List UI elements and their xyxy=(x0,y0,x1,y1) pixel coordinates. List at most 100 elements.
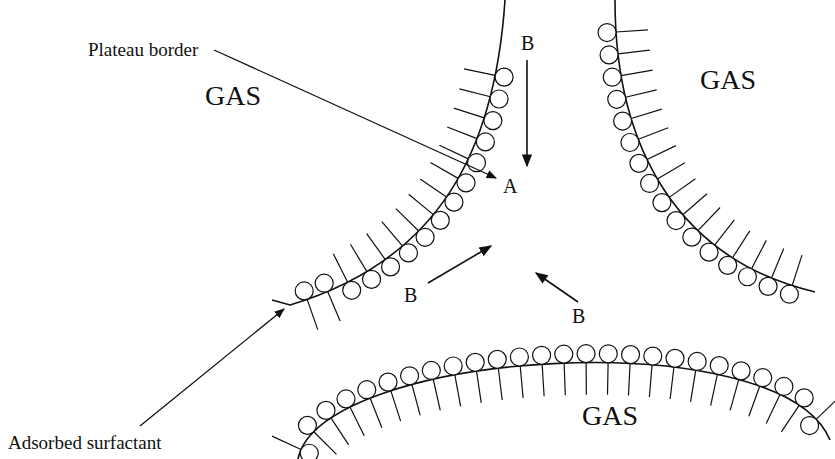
surfactant-molecule xyxy=(333,254,360,300)
drainage-arrow xyxy=(526,60,528,166)
surfactant-head xyxy=(495,68,513,86)
surfactant-head xyxy=(641,174,659,192)
surfactant-tail xyxy=(391,391,401,421)
surfactant-tail xyxy=(749,386,760,416)
leader-line xyxy=(214,50,496,178)
surfactant-molecule xyxy=(653,179,695,212)
surfactant-tail xyxy=(698,207,720,230)
surfactant-head xyxy=(510,348,528,366)
surfactant-tail xyxy=(618,50,650,54)
surfactant-tail xyxy=(711,374,718,405)
surfactant-tail xyxy=(367,234,386,260)
surfactant-molecule xyxy=(510,348,528,398)
surfactant-molecule xyxy=(759,248,784,295)
drainage-arrow xyxy=(428,246,491,283)
surfactant-head xyxy=(603,68,621,86)
surfactant-tail xyxy=(669,179,695,198)
surfactant-molecule xyxy=(396,209,434,247)
surfactant-head xyxy=(466,353,484,371)
surfactant-molecule xyxy=(801,397,835,434)
surfactant-molecule xyxy=(730,362,750,411)
surfactant-molecule xyxy=(641,163,685,193)
surfactant-molecule xyxy=(466,353,484,403)
surfactant-head xyxy=(298,416,316,434)
surfactant-head xyxy=(630,154,648,172)
surfactant-molecule xyxy=(710,357,728,406)
surfactant-tail xyxy=(307,299,318,329)
surfactant-tail xyxy=(772,248,784,278)
surfactant-molecule xyxy=(766,377,793,423)
surfactant-molecule xyxy=(666,349,684,399)
surfactant-head xyxy=(700,243,718,261)
surfactant-head xyxy=(488,350,506,368)
surfactant-head xyxy=(775,377,793,395)
surfactant-head xyxy=(795,389,813,407)
surfactant-molecule xyxy=(401,367,421,416)
surfactant-head xyxy=(300,444,318,459)
leader-line xyxy=(140,309,284,426)
drainage-arrow xyxy=(536,273,578,302)
surfactant-head xyxy=(614,112,632,130)
surfactant-head xyxy=(379,373,397,391)
surfactant-head xyxy=(710,357,728,375)
surfactant-tail xyxy=(715,220,735,245)
surfactant-head xyxy=(759,277,777,295)
surfactant-molecule xyxy=(382,222,418,262)
surfactant-molecule xyxy=(608,90,657,108)
surfactant-molecule xyxy=(315,274,340,321)
surfactant-tail xyxy=(455,375,461,406)
surfactant-tail xyxy=(626,90,657,97)
letter-label: A xyxy=(503,176,517,196)
surfactant-head xyxy=(754,369,772,387)
surfactant-tail xyxy=(433,379,440,410)
surfactant-head xyxy=(644,347,662,365)
surfactant-molecule xyxy=(337,390,364,436)
surfactant-tail xyxy=(730,380,739,411)
region-label: GAS xyxy=(582,402,638,430)
surfactant-molecule xyxy=(272,436,318,459)
surfactant-head xyxy=(666,349,684,367)
surfactant-tail xyxy=(447,127,477,139)
surfactant-tail xyxy=(439,145,468,159)
surfactant-head xyxy=(600,46,618,64)
surfactant-tail xyxy=(816,397,835,419)
letter-label: B xyxy=(572,306,585,326)
surfactant-tail xyxy=(638,128,668,140)
surfactant-tail xyxy=(520,366,523,398)
callout-label: Plateau border xyxy=(88,40,198,59)
surfactant-head xyxy=(422,361,440,379)
surfactant-tail xyxy=(430,163,458,179)
surfactant-tail xyxy=(328,292,340,321)
surfactant-molecule xyxy=(488,350,506,400)
surfactant-tail xyxy=(657,163,685,179)
surfactant-tail xyxy=(607,363,609,395)
surfactant-molecule xyxy=(367,234,400,276)
surfactant-head xyxy=(382,258,400,276)
surfactant-tail xyxy=(333,254,347,283)
surfactant-tail xyxy=(683,194,707,215)
surfactant-tail xyxy=(542,364,544,396)
surfactant-tail xyxy=(647,146,676,160)
surfactant-head xyxy=(401,367,419,385)
surfactant-tail xyxy=(272,436,301,449)
surfactant-molecule xyxy=(298,416,336,454)
callout-label: Adsorbed surfactant xyxy=(8,433,162,452)
surfactant-molecule xyxy=(577,345,595,395)
surfactant-molecule xyxy=(683,207,720,246)
surfactant-head xyxy=(688,352,706,370)
surfactant-molecule xyxy=(454,108,502,129)
region-label: GAS xyxy=(205,82,261,110)
gas-liquid-interface xyxy=(298,363,830,459)
surfactant-molecule xyxy=(614,109,662,130)
surfactant-molecule xyxy=(599,345,617,395)
surfactant-molecule xyxy=(749,369,772,417)
surfactant-tail xyxy=(464,69,495,75)
surfactant-head xyxy=(295,282,313,300)
surfactant-molecule xyxy=(444,357,462,406)
surfactant-molecule xyxy=(358,381,382,428)
surfactant-tail xyxy=(454,108,484,118)
surfactant-tail xyxy=(781,405,799,432)
surfactant-tail xyxy=(766,395,780,424)
surfactant-molecule xyxy=(780,255,802,303)
